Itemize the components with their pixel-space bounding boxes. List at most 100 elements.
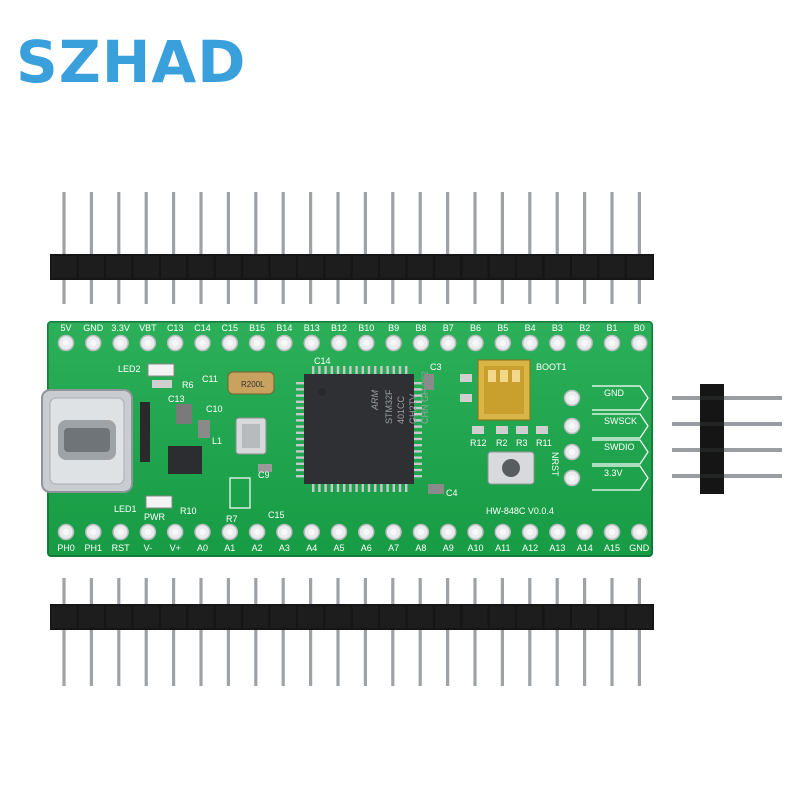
pin-label: GND bbox=[629, 543, 650, 553]
pin-hole bbox=[363, 528, 370, 536]
header-pin bbox=[637, 578, 641, 686]
mcu-lead bbox=[414, 444, 422, 447]
swd-label: SWDIO bbox=[604, 442, 635, 452]
mcu-lead bbox=[312, 366, 315, 374]
pin-label: B1 bbox=[606, 323, 617, 333]
c13-label: C13 bbox=[168, 394, 185, 404]
pin-hole bbox=[608, 528, 616, 536]
pin-hole bbox=[472, 528, 479, 536]
mcu-chip bbox=[296, 366, 422, 492]
resistor-r12 bbox=[472, 426, 484, 434]
pin-label: C14 bbox=[194, 323, 211, 333]
pin-label: A14 bbox=[577, 543, 593, 553]
pin-hole bbox=[499, 339, 506, 347]
header-pin bbox=[528, 192, 532, 304]
pin-hole bbox=[117, 528, 124, 536]
pin-label: B4 bbox=[525, 323, 536, 333]
pin-label: B6 bbox=[470, 323, 481, 333]
pin-hole bbox=[226, 339, 233, 347]
header-segment bbox=[599, 606, 625, 628]
mcu-lead bbox=[324, 366, 327, 374]
pin-label: A10 bbox=[467, 543, 483, 553]
pin-label: B9 bbox=[388, 323, 399, 333]
pin-label: B3 bbox=[552, 323, 563, 333]
pin-label: PH0 bbox=[57, 543, 75, 553]
header-segment bbox=[106, 606, 132, 628]
pin-label: A7 bbox=[388, 543, 399, 553]
c4-label: C4 bbox=[446, 488, 458, 498]
pin-hole bbox=[499, 528, 506, 536]
mcu-lead bbox=[296, 394, 304, 397]
mcu-lead bbox=[398, 484, 402, 492]
resistor-array bbox=[140, 402, 150, 462]
pin-hole bbox=[554, 339, 561, 347]
swd-arrow bbox=[592, 465, 649, 491]
mcu-lead bbox=[414, 437, 422, 441]
swd-label: SWSCK bbox=[604, 416, 637, 426]
mcu-lead bbox=[349, 366, 352, 374]
pin-label: GND bbox=[83, 323, 104, 333]
swd-pin-header bbox=[672, 384, 782, 494]
header-pin bbox=[555, 192, 559, 304]
pin-hole bbox=[581, 528, 588, 536]
pin-label: A13 bbox=[549, 543, 565, 553]
header-segment bbox=[571, 256, 598, 278]
header-segment bbox=[160, 256, 187, 278]
mcu-lead bbox=[361, 484, 364, 492]
crystal-hse bbox=[235, 417, 267, 455]
mcu-lead bbox=[414, 431, 422, 434]
mcu-lead bbox=[414, 406, 422, 410]
header-pin bbox=[199, 192, 203, 304]
pin-hole bbox=[144, 339, 152, 347]
bottom-pin-header bbox=[50, 578, 654, 686]
header-pin bbox=[281, 192, 285, 304]
pin-label: B15 bbox=[249, 323, 265, 333]
c3-label: C3 bbox=[430, 362, 442, 372]
mcu-lead bbox=[414, 419, 422, 422]
mcu-lead bbox=[343, 366, 346, 374]
pin-label: A3 bbox=[279, 543, 290, 553]
pin-hole bbox=[226, 528, 233, 536]
header-pin bbox=[309, 192, 313, 304]
c11-label: C11 bbox=[202, 374, 218, 384]
header-pin bbox=[391, 192, 395, 304]
c9-label: C9 bbox=[258, 470, 270, 480]
mcu-lead bbox=[405, 484, 408, 492]
header-pin bbox=[528, 578, 532, 686]
header-pin bbox=[89, 192, 93, 304]
mcu-lead bbox=[374, 366, 377, 374]
header-segment bbox=[270, 256, 296, 278]
led2 bbox=[147, 363, 175, 377]
header-segment bbox=[462, 606, 488, 628]
header-segment bbox=[133, 606, 159, 628]
header-pin bbox=[500, 192, 504, 304]
header-segment bbox=[626, 606, 653, 628]
capacitor-c9 bbox=[258, 464, 272, 472]
pin-hole bbox=[144, 528, 152, 536]
pin-label: VBT bbox=[139, 323, 157, 333]
r2-label: R2 bbox=[496, 438, 508, 448]
pin-hole bbox=[554, 528, 561, 536]
header-pin bbox=[363, 192, 367, 304]
pin-hole bbox=[62, 528, 70, 536]
header-segment bbox=[434, 606, 461, 628]
capacitor-c13 bbox=[176, 404, 192, 424]
svg-text:CHN GH 202: CHN GH 202 bbox=[420, 371, 430, 424]
mcu-lead bbox=[414, 468, 422, 472]
header-segment bbox=[489, 256, 516, 278]
mcu-lead bbox=[296, 462, 304, 465]
pin-label: A6 bbox=[361, 543, 372, 553]
svg-text:ARM: ARM bbox=[370, 389, 380, 411]
header-segment bbox=[407, 256, 433, 278]
header-pin bbox=[336, 192, 340, 304]
swd-label: GND bbox=[604, 388, 625, 398]
mcu-lead bbox=[386, 484, 389, 492]
mcu-lead bbox=[296, 406, 304, 410]
header-pin bbox=[172, 192, 176, 304]
c10-label: C10 bbox=[206, 404, 223, 414]
boot1-label: BOOT1 bbox=[536, 362, 567, 372]
pin-label: B10 bbox=[358, 323, 374, 333]
mcu-lead bbox=[386, 366, 389, 374]
header-segment bbox=[352, 256, 379, 278]
